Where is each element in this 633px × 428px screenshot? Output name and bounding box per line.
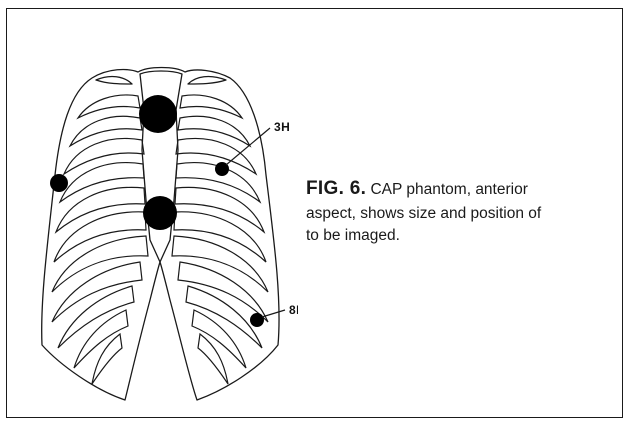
leader-line-8h	[262, 310, 285, 317]
rib-cage-drawing: 3H 8H	[28, 45, 298, 405]
ribs-right	[172, 95, 268, 384]
caption-line-3: to be imaged.	[306, 225, 606, 247]
caption-text-1: CAP phantom, anterior	[370, 181, 527, 198]
caption-line-1: FIG. 6. CAP phantom, anterior	[306, 176, 606, 203]
clavicle-left	[96, 77, 132, 84]
clavicle-right	[188, 77, 226, 84]
lesion-left-lateral	[50, 174, 68, 192]
caption-line-2: aspect, shows size and position of	[306, 203, 606, 225]
rib-cage-figure: 3H 8H	[28, 45, 298, 405]
caption-figure-number: FIG. 6.	[306, 178, 366, 199]
lesion-8h	[250, 313, 264, 327]
leader-line-3h	[226, 128, 270, 165]
lesion-upper-central	[139, 95, 177, 133]
figure-caption: FIG. 6. CAP phantom, anterior aspect, sh…	[306, 176, 606, 247]
ribs-left	[52, 95, 148, 384]
label-3h: 3H	[274, 120, 290, 134]
label-8h: 8H	[289, 303, 298, 317]
lesion-mid-central	[143, 196, 177, 230]
